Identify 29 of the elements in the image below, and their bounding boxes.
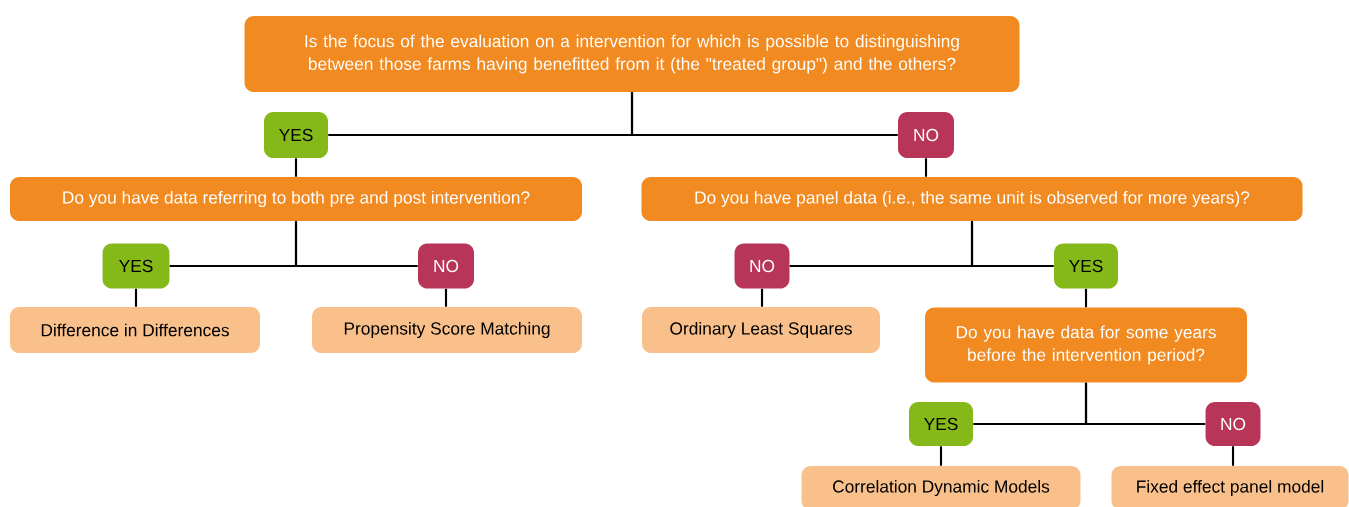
connector-line — [1084, 382, 1206, 426]
method-box: Propensity Score Matching — [312, 307, 582, 353]
question-box: Do you have data referring to both pre and post intervention? — [10, 177, 582, 221]
connector-line — [630, 92, 898, 137]
connector-line — [444, 288, 448, 307]
method-box: Ordinary Least Squares — [642, 307, 880, 353]
connector-line — [294, 221, 418, 268]
no-box: NO — [898, 112, 954, 158]
no-box: NO — [418, 243, 474, 289]
method-box: Fixed effect panel model — [1111, 466, 1349, 507]
connector-line — [1084, 288, 1088, 308]
yes-box: YES — [1054, 243, 1118, 289]
yes-box: YES — [102, 243, 170, 289]
method-box: Difference in Differences — [10, 307, 260, 353]
connector-line — [134, 288, 138, 307]
connector-line — [924, 158, 928, 177]
no-box: NO — [734, 243, 790, 289]
no-box: NO — [1205, 402, 1261, 446]
question-box: Do you have panel data (i.e., the same unit is observed for more years)? — [641, 177, 1303, 221]
question-box: Do you have data for some years before the intervention period? — [925, 307, 1247, 383]
connector-line — [1231, 446, 1235, 466]
method-box: Correlation Dynamic Models — [801, 466, 1081, 507]
connector-line — [939, 446, 943, 466]
yes-box: YES — [264, 112, 328, 158]
connector-line — [294, 158, 298, 177]
question-box: Is the focus of the evaluation on a intervention for which is possible to distinguishing between those farms having benefitted from it (the "treated group") and the others? — [244, 16, 1020, 92]
connector-line — [970, 221, 1054, 268]
yes-box: YES — [909, 402, 973, 446]
connector-line — [760, 288, 764, 307]
